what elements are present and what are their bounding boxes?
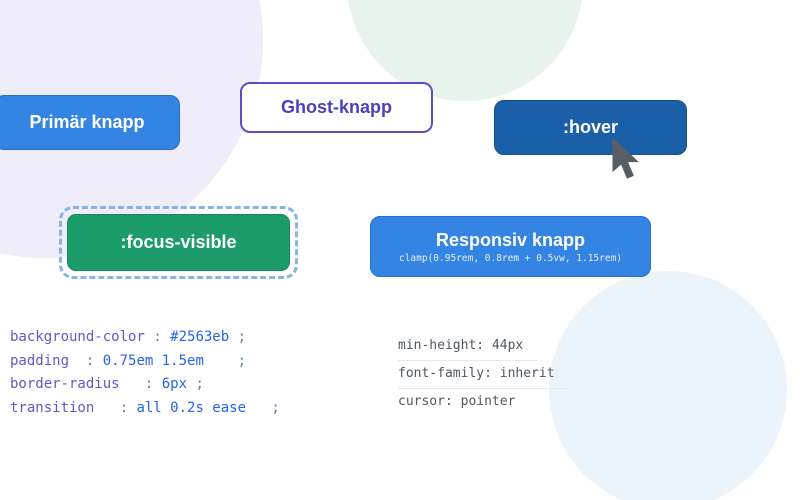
- css-colon: :: [144, 329, 171, 345]
- css-colon: :: [119, 376, 162, 392]
- css-prop: padding: [10, 352, 70, 369]
- css-value: 6px: [161, 376, 188, 392]
- primary-button-label: Primär knapp: [29, 112, 145, 132]
- ghost-button-label: Ghost-knapp: [281, 97, 392, 117]
- hover-state-button[interactable]: :hover: [494, 100, 687, 155]
- cursor-arrow-icon: [612, 137, 639, 179]
- blue-decor-circle: [549, 271, 787, 500]
- primary-button[interactable]: Primär knapp: [0, 95, 180, 150]
- css-line-background-color: background-color : #2563eb ;: [10, 326, 280, 350]
- responsive-button[interactable]: Responsiv knapp clamp(0.95rem, 0.8rem + …: [370, 216, 651, 277]
- css-line-transition: transition : all 0.2s ease ;: [10, 397, 280, 421]
- css-semicolon: ;: [203, 352, 247, 369]
- code-line-min-height: min-height: 44px: [398, 333, 538, 361]
- hover-button-label: :hover: [562, 117, 618, 137]
- responsive-button-label: Responsiv knapp: [435, 229, 586, 250]
- css-line-border-radius: border-radius : 6px ;: [10, 373, 280, 397]
- css-colon: :: [94, 399, 137, 416]
- a11y-code-block: min-height: 44px font-family: inherit cu…: [398, 333, 569, 416]
- css-line-padding: padding : 0.75em 1.5em ;: [10, 350, 280, 374]
- focus-button-label: :focus-visible: [120, 232, 237, 252]
- css-semicolon: ;: [187, 376, 204, 392]
- css-semicolon: ;: [229, 329, 247, 345]
- css-colon: :: [69, 352, 103, 369]
- ghost-button[interactable]: Ghost-knapp: [240, 82, 433, 133]
- css-value: all 0.2s ease: [136, 399, 247, 416]
- responsive-button-sublabel: clamp(0.95rem, 0.8rem + 0.5vw, 1.15rem): [398, 252, 623, 264]
- css-value: 0.75em 1.5em: [102, 352, 204, 369]
- code-line-cursor: cursor: pointer: [398, 394, 516, 409]
- focus-visible-button[interactable]: :focus-visible: [67, 214, 290, 271]
- css-semicolon: ;: [246, 399, 280, 416]
- css-prop: border-radius: [10, 376, 120, 392]
- css-prop: transition: [10, 399, 95, 416]
- css-code-block: background-color : #2563eb ; padding : 0…: [10, 326, 280, 420]
- code-line-font-family: font-family: inherit: [398, 361, 569, 389]
- focus-visible-ring: :focus-visible: [59, 206, 298, 279]
- css-prop: background-color: [10, 329, 145, 345]
- css-value: #2563eb: [170, 329, 230, 345]
